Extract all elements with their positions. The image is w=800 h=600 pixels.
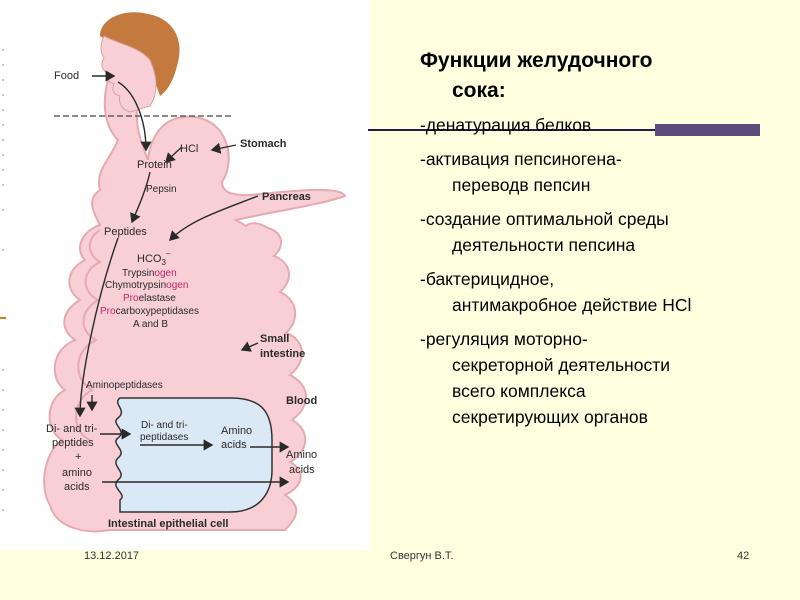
label-blood-acids: acids: [289, 464, 315, 476]
list-item-text: -активация пепсиногена-: [420, 149, 622, 169]
list-item-text: -бактерицидное,: [420, 269, 555, 289]
label-amino: amino: [62, 467, 92, 479]
label-pancreas: Pancreas: [262, 191, 311, 203]
slide-title: Функции желудочного сока:: [420, 46, 780, 106]
food-to-protein-arrow: [117, 81, 152, 152]
label-pepsin: Pepsin: [146, 184, 177, 195]
label-peptides: Peptides: [104, 226, 147, 238]
label-blood: Blood: [286, 395, 317, 407]
protein-to-peptides-arrow: [130, 171, 151, 224]
stomach-pointer: [210, 142, 237, 154]
list-item-continuation: секреторной деятельности: [452, 355, 670, 375]
label-chymotrypsinogen: Chymotrypsinogen: [105, 280, 188, 291]
digestion-diagram: Food HCl Stomach Protein Pepsin Pancreas…: [0, 12, 347, 533]
label-cell-acids: acids: [221, 439, 247, 451]
label-protein: Protein: [137, 159, 172, 171]
epithelial-cell-shape: [115, 397, 273, 513]
list-item-text: -создание оптимальной среды: [420, 209, 669, 229]
pancreas-to-enzymes-arrow: [169, 195, 259, 241]
list-item: -создание оптимальной среды деятельности…: [420, 206, 780, 258]
intestine-inner-outline: [75, 229, 103, 441]
list-item-continuation: переводв пепсин: [452, 175, 591, 195]
label-plus: +: [75, 451, 81, 463]
label-cell-di-tri: Di- and tri-: [141, 420, 188, 431]
label-di-tri: Di- and tri-: [46, 423, 98, 435]
list-item: -денатурация белков: [420, 112, 780, 138]
list-item-text: -регуляция моторно-: [420, 329, 588, 349]
label-acids: acids: [64, 481, 90, 493]
label-procarboxypeptidases: Procarboxypeptidases: [100, 306, 199, 317]
function-list: -денатурация белков -активация пепсиноге…: [420, 112, 780, 430]
head-face-shape: [100, 35, 157, 113]
label-epithelial-cell: Intestinal epithelial cell: [108, 518, 228, 530]
footer-date: 13.12.2017: [84, 550, 140, 562]
list-item-continuation: секретирующих органов: [452, 407, 648, 427]
label-cell-peptidases: peptidases: [140, 432, 188, 443]
label-aminopeptidases: Aminopeptidases: [86, 380, 163, 391]
label-food: Food: [54, 70, 79, 82]
label-hco3: HCO3–: [137, 249, 171, 267]
footer-page-number: 42: [737, 550, 750, 562]
list-item: -бактерицидное, антимакробное действие H…: [420, 266, 780, 318]
slide-content: Функции желудочного сока: -денатурация б…: [420, 46, 780, 438]
left-edge-marks: [2, 49, 4, 511]
list-item: -активация пепсиногена- переводв пепсин: [420, 146, 780, 198]
label-trypsinogen: Trypsinogen: [122, 268, 177, 279]
footer-author: Свергун В.Т.: [390, 550, 454, 562]
list-item-continuation: деятельности пепсина: [452, 235, 636, 255]
list-item-continuation: всего комплекса: [452, 381, 586, 401]
list-item-continuation: антимакробное действие HCl: [452, 295, 692, 315]
label-cell-amino: Amino: [221, 425, 252, 437]
label-proelastase: Proelastase: [123, 293, 176, 304]
label-intestine: intestine: [260, 348, 305, 360]
list-item-text: -денатурация белков: [420, 115, 592, 135]
diagram-panel: Food HCl Stomach Protein Pepsin Pancreas…: [0, 0, 370, 550]
label-stomach: Stomach: [240, 138, 287, 150]
label-peptides-2: peptides: [52, 437, 94, 449]
label-a-and-b: A and B: [133, 319, 168, 330]
list-item: -регуляция моторно- секреторной деятельн…: [420, 326, 780, 430]
peptides-to-dipeptides-arrow: [74, 237, 119, 418]
slide-title-line1: Функции желудочного: [420, 49, 653, 72]
label-small: Small: [260, 333, 289, 345]
small-intestine-pointer: [240, 341, 259, 352]
title-divider: [368, 124, 760, 136]
hcl-to-protein-arrow: [165, 146, 183, 163]
label-blood-amino: Amino: [286, 449, 317, 461]
slide-title-line2: сока:: [452, 79, 506, 102]
label-hcl: HCl: [180, 143, 198, 155]
